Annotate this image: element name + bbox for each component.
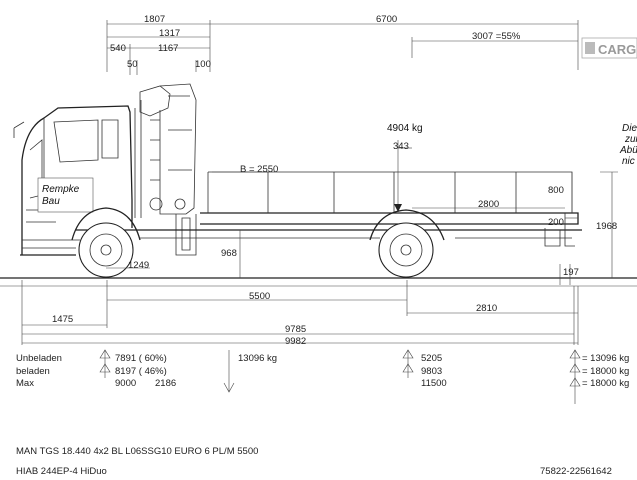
dim-wheelbase: 5500 [249,291,270,302]
body-dimension-lines [106,140,618,285]
side-note: Die zur Abü nic [619,123,637,167]
dim-968: 968 [221,248,237,259]
dim-total-length: 9982 [285,336,306,347]
dim-197: 197 [563,267,579,278]
dim-100: 100 [195,59,211,70]
dim-1968: 1968 [596,221,617,232]
svg-text:Die: Die [622,123,637,134]
dim-3007: 3007 =55% [472,31,521,42]
dim-9785: 9785 [285,324,306,335]
front-axle-unloaded: 7891 ( 60%) [115,353,167,364]
weight-label-unloaded: Unbeladen [16,353,62,364]
model-line: MAN TGS 18.440 4x2 BL L06SSG10 EURO 6 PL… [16,446,258,457]
dim-200: 200 [548,217,564,228]
dim-2800: 2800 [478,199,499,210]
top-dimension-lines [106,20,579,75]
sign-line2: Bau [42,196,60,207]
dim-6700: 6700 [376,14,397,25]
front-axle-loaded: 8197 ( 46%) [115,366,167,377]
crane-line: HIAB 244EP-4 HiDuo [16,466,107,477]
svg-text:zur: zur [624,134,637,145]
dim-50: 50 [127,59,138,70]
dim-800: 800 [548,185,564,196]
load-weight: 4904 kg [387,123,423,134]
logo-text: CARG [598,42,636,57]
cargo-logo: CARG [581,37,637,59]
dim-1167: 1167 [158,43,178,54]
crane [134,83,197,256]
dim-1807: 1807 [144,14,165,25]
rear-axle-unloaded: 5205 [421,353,442,364]
dim-2810: 2810 [476,303,497,314]
total-loaded: = 18000 kg [582,366,629,377]
svg-text:Abü: Abü [619,145,637,156]
bottom-dimension-lines [21,280,579,345]
rear-axle-max: 11500 [421,378,447,389]
weight-label-max: Max [16,378,34,389]
load-diff-value: 2186 [155,378,176,389]
body-width-b: B = 2550 [240,164,278,175]
total-max: = 18000 kg [582,378,629,389]
truck-outline: Rempke Bau [13,83,582,278]
dim-343: 343 [393,141,409,152]
weight-table: Unbeladen beladen Max 7891 ( 60%) 8197 (… [16,349,629,404]
dim-1317: 1317 [159,28,180,39]
weight-label-loaded: beladen [16,366,50,377]
dim-front-overhang: 1475 [52,314,73,325]
svg-text:nic: nic [622,156,635,167]
unloaded-total-mid: 13096 kg [238,353,277,364]
front-axle-max: 9000 [115,378,136,389]
reference-number: 75822-22561642 [540,466,612,477]
rear-axle-loaded: 9803 [421,366,442,377]
sign-line1: Rempke [42,184,80,195]
dim-540: 540 [110,43,126,54]
dim-1249: 1249 [128,260,149,271]
total-unloaded: = 13096 kg [582,353,629,364]
